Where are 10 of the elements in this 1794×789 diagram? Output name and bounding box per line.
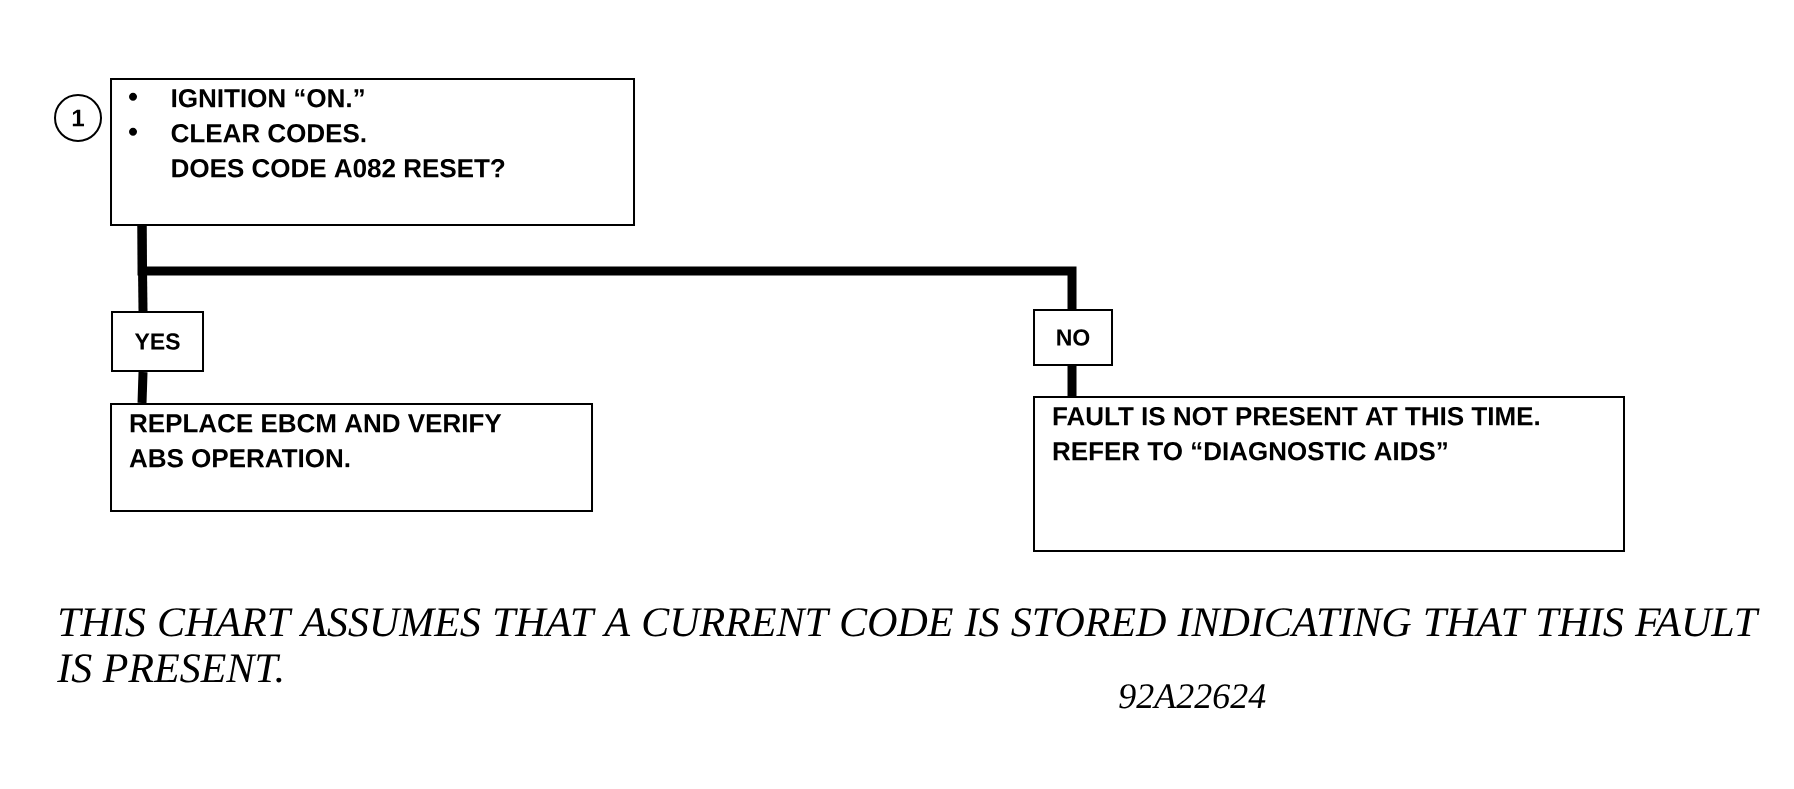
answer-box: YES (111, 311, 204, 372)
connector-line (1067, 366, 1077, 396)
answer-box: NO (1033, 309, 1113, 366)
question-box: IGNITION “ON.” CLEAR CODES. DOES CODE A082 RESET? (110, 78, 635, 226)
figure-number: 92A22624 (1119, 684, 1266, 709)
caption: THIS CHART ASSUMES THAT A CURRENT CODE IS STORED INDICATING THAT THIS FAULT IS PRESENT. (57, 608, 1760, 683)
connector-line (137, 371, 148, 404)
connector-line (137, 226, 1077, 309)
action-box: REPLACE EBCM AND VERIFY ABS OPERATION. (110, 403, 593, 512)
action-box: FAULT IS NOT PRESENT AT THIS TIME. REFER TO “DIAGNOSTIC AIDS” (1033, 396, 1625, 552)
